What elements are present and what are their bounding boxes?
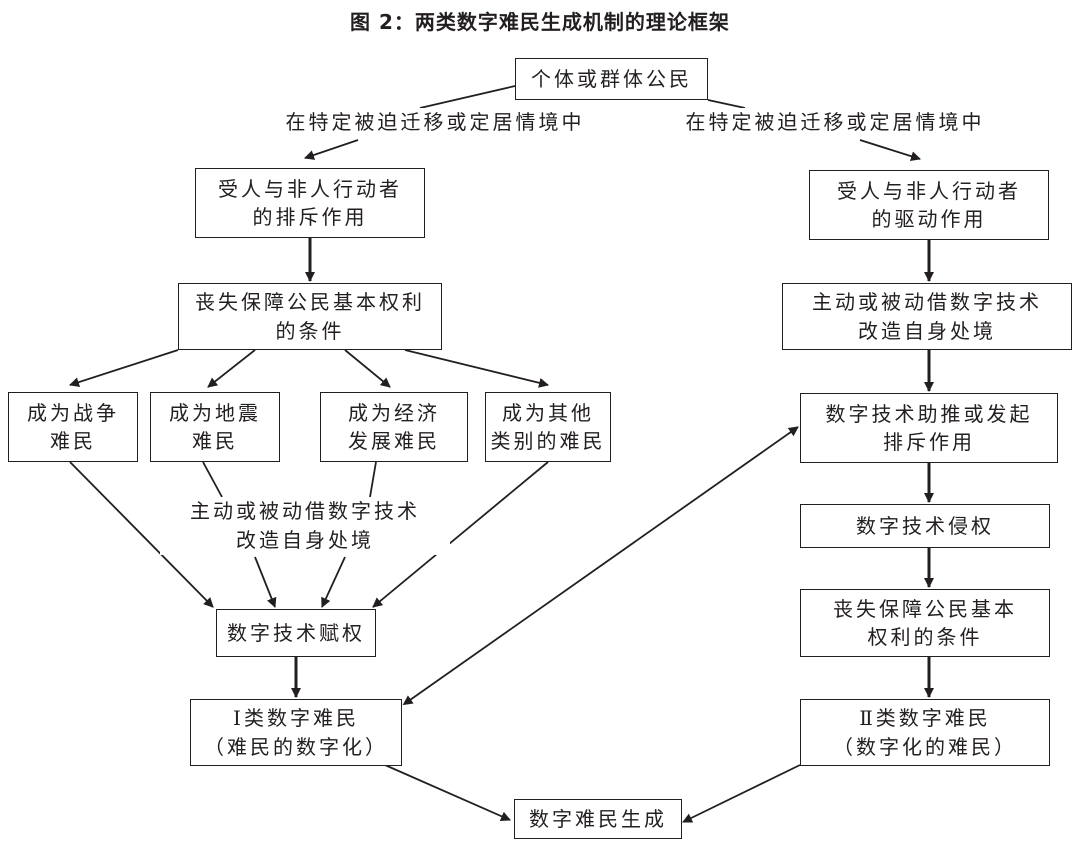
arrow-context-right — [859, 139, 921, 162]
arrow-loss-quake — [207, 349, 256, 388]
arrow-context-left — [304, 139, 359, 160]
label-left-active: 主动或被动借数字技术 改造自身处境 — [160, 497, 450, 555]
node-quake-refugee: 成为地震 难民 — [150, 392, 280, 462]
node-war-refugee: 成为战争 难民 — [8, 392, 138, 462]
label-context-left: 在特定被迫迁移或定居情境中 — [270, 108, 600, 137]
node-type2-refugee: Ⅱ类数字难民 （数字化的难民） — [800, 699, 1050, 766]
arrow-loss-war — [69, 349, 179, 387]
connector-root-left — [419, 85, 516, 109]
node-type1-refugee: Ⅰ类数字难民 （难民的数字化） — [190, 699, 402, 766]
arrow-type1-result — [384, 764, 511, 821]
node-root: 个体或群体公民 — [515, 58, 708, 100]
node-digital-infringe: 数字技术侵权 — [800, 504, 1050, 548]
node-other-refugee: 成为其他 类别的难民 — [485, 392, 611, 462]
arrow-war-empower — [69, 461, 214, 608]
line-quake-label — [202, 461, 223, 498]
node-right-loss: 丧失保障公民基本 权利的条件 — [800, 589, 1050, 657]
node-digital-empower: 数字技术赋权 — [216, 609, 376, 657]
arrow-loss-other — [404, 349, 549, 388]
arrow-type1-assist-bidirectional — [402, 426, 799, 706]
node-left-loss: 丧失保障公民基本权利 的条件 — [178, 283, 442, 350]
arrow-label-empower-b — [321, 556, 346, 608]
node-econ-refugee: 成为经济 发展难民 — [320, 392, 468, 462]
node-right-active: 主动或被动借数字技术 改造自身处境 — [782, 283, 1072, 350]
node-result: 数字难民生成 — [514, 799, 682, 839]
node-right-driving: 受人与非人行动者 的驱动作用 — [809, 170, 1049, 240]
line-econ-label — [369, 461, 377, 498]
arrow-type2-result — [682, 764, 801, 823]
arrow-label-empower-a — [254, 556, 277, 608]
connector-root-right — [707, 99, 746, 109]
figure-title: 图 2：两类数字难民生成机制的理论框架 — [350, 10, 730, 34]
node-digital-assist: 数字技术助推或发起 排斥作用 — [800, 393, 1058, 463]
label-context-right: 在特定被迫迁移或定居情境中 — [670, 108, 1000, 137]
node-left-exclusion: 受人与非人行动者 的排斥作用 — [195, 168, 425, 238]
arrow-loss-econ — [344, 349, 391, 388]
